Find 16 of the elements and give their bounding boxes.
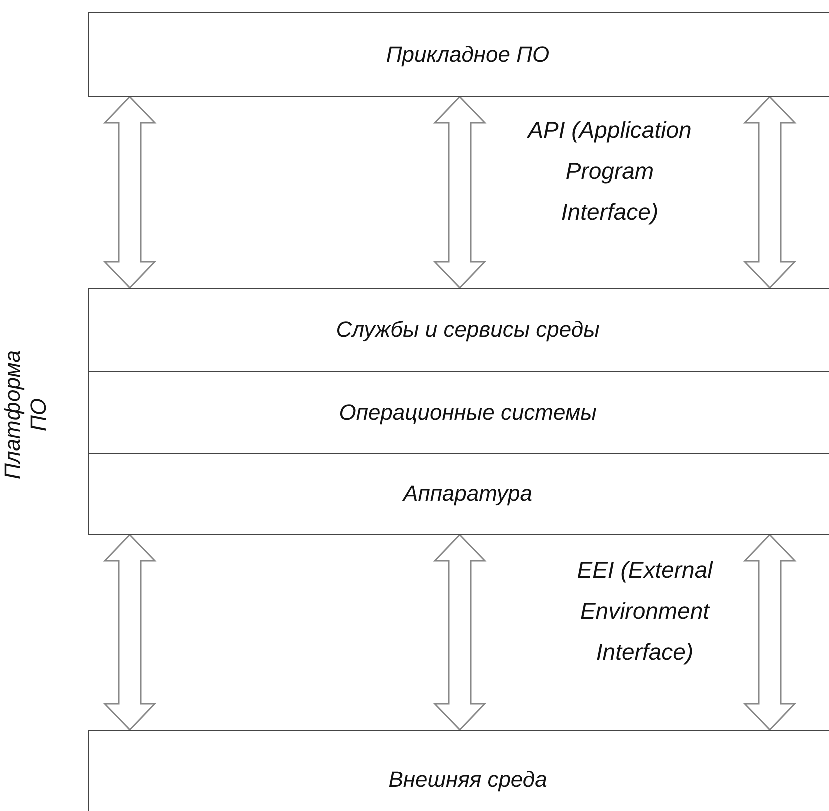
double-arrow (743, 534, 797, 732)
double-arrow (103, 96, 157, 290)
layer-label: Операционные системы (339, 400, 597, 426)
group-title: Платформа ПО (0, 350, 52, 480)
layer-label: Внешняя среда (388, 767, 548, 793)
double-arrow (433, 96, 487, 290)
double-arrow (103, 534, 157, 732)
layer-label: Аппаратура (404, 481, 532, 507)
layer-label: Службы и сервисы среды (336, 317, 600, 343)
layer-label: Прикладное ПО (386, 42, 550, 68)
interface-label: API (Application Program Interface) (526, 116, 693, 227)
layer-box (88, 730, 829, 811)
interface-label: EEI (External Environment Interface) (576, 556, 714, 667)
double-arrow (433, 534, 487, 732)
layer-box (88, 12, 829, 97)
double-arrow (743, 96, 797, 290)
